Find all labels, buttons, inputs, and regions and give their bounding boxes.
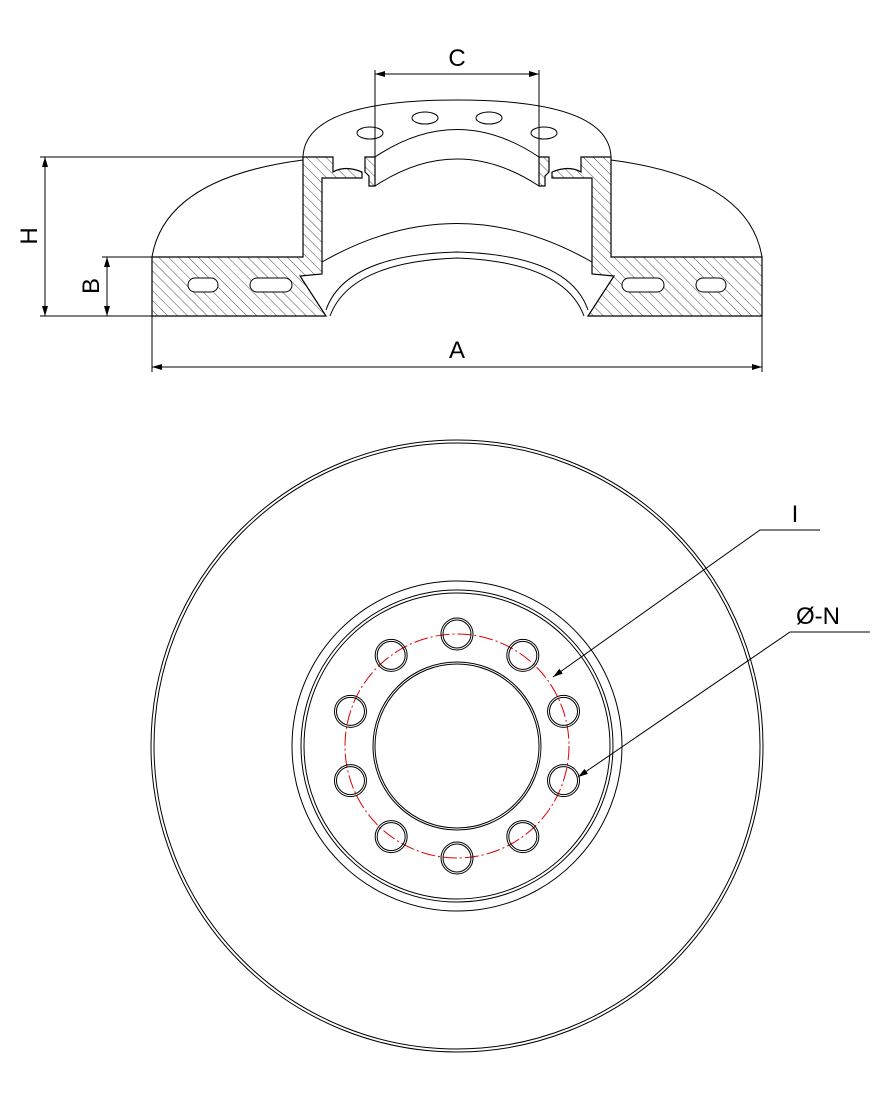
hub-ring-inner bbox=[303, 592, 611, 900]
dimension-h: H bbox=[16, 156, 303, 317]
dimension-a: A bbox=[151, 260, 763, 372]
bolt-hole bbox=[442, 619, 472, 649]
vent-slot bbox=[621, 277, 665, 293]
dimension-c: C bbox=[374, 45, 540, 157]
section-right bbox=[551, 156, 763, 317]
front-view: I Ø-N bbox=[150, 439, 870, 1053]
bolt-hole-section bbox=[530, 126, 558, 140]
inner-bore-arc-upper bbox=[321, 223, 593, 263]
bolt-hole bbox=[506, 820, 540, 854]
inner-bore-arc-edge bbox=[329, 257, 585, 317]
bolt-hole bbox=[374, 638, 408, 672]
section-view: A C H B bbox=[16, 45, 763, 372]
center-bore bbox=[372, 661, 542, 831]
dimension-label-h: H bbox=[16, 227, 43, 244]
vent-slot bbox=[187, 277, 219, 293]
dimension-label-c: C bbox=[448, 45, 465, 72]
bolt-hole bbox=[506, 638, 540, 672]
bolt-hole bbox=[549, 696, 579, 726]
callout-bolt-hole: Ø-N bbox=[577, 603, 870, 778]
bolt-hole bbox=[508, 640, 538, 670]
bolt-hole-section bbox=[411, 111, 439, 125]
hub-ring bbox=[300, 589, 614, 903]
bolt-hole-section bbox=[475, 111, 503, 125]
callout-label-n: Ø-N bbox=[796, 603, 840, 630]
bore-top-edge bbox=[374, 129, 540, 158]
dimension-label-a: A bbox=[449, 337, 465, 364]
center-bore-chamfer bbox=[374, 663, 540, 829]
disc-outer-edge bbox=[150, 439, 764, 1053]
inner-bore-arc-lower bbox=[325, 251, 589, 311]
bolt-hole bbox=[442, 843, 472, 873]
callout-bolt-circle: I bbox=[552, 501, 820, 678]
disc-outline-right bbox=[610, 159, 763, 258]
disc-outline-left bbox=[151, 159, 304, 258]
section-right-lip bbox=[538, 156, 550, 187]
section-left-lip bbox=[364, 156, 376, 187]
bolt-hole bbox=[374, 820, 408, 854]
bolt-hole bbox=[376, 640, 406, 670]
disc-outer-chamfer bbox=[153, 442, 761, 1050]
bolt-holes bbox=[333, 617, 581, 875]
bolt-hole bbox=[547, 694, 581, 728]
hub-cap-outline bbox=[302, 99, 612, 158]
bolt-hole bbox=[440, 617, 474, 651]
bore-top-inner bbox=[374, 158, 540, 187]
hub-outer-ring bbox=[291, 580, 623, 912]
dimension-label-b: B bbox=[78, 278, 105, 294]
bolt-circle-centerline bbox=[344, 633, 570, 859]
section-left bbox=[151, 156, 363, 317]
dimension-b: B bbox=[78, 256, 152, 316]
bolt-hole bbox=[333, 694, 367, 728]
bolt-hole bbox=[549, 766, 579, 796]
bolt-hole bbox=[335, 696, 365, 726]
bolt-hole-section bbox=[356, 126, 384, 140]
bolt-hole bbox=[440, 841, 474, 875]
vent-slot bbox=[249, 277, 293, 293]
vent-slot bbox=[695, 277, 727, 293]
callout-label-i: I bbox=[792, 501, 799, 528]
bolt-hole bbox=[376, 822, 406, 852]
bolt-hole bbox=[508, 822, 538, 852]
bolt-hole bbox=[333, 764, 367, 798]
bolt-hole bbox=[335, 766, 365, 796]
bolt-hole bbox=[547, 764, 581, 798]
